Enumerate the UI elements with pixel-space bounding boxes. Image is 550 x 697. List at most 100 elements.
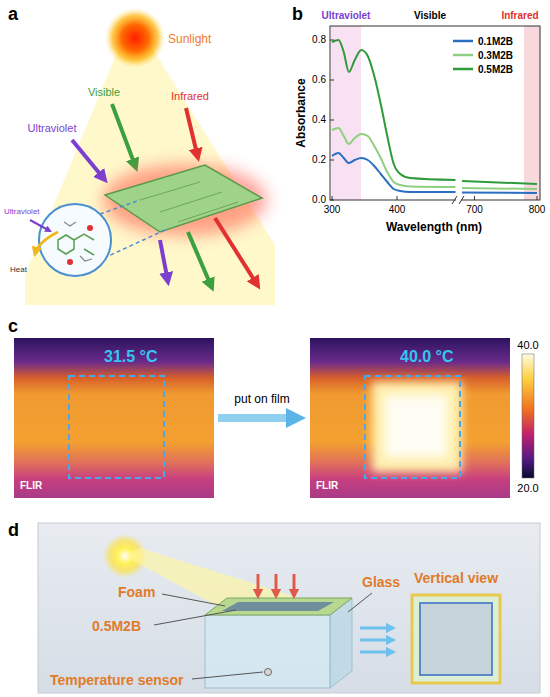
chart-frame [330, 26, 540, 200]
leader-line [154, 593, 372, 679]
legend-row: 0.1M2B [452, 34, 513, 48]
legend-text: 0.5M2B [478, 64, 513, 75]
light-label: Visible [88, 86, 120, 99]
panel-letter: d [8, 520, 19, 541]
legend-line [453, 54, 473, 57]
axis-title: Absorbance [295, 78, 309, 147]
legend-text: 0.3M2B [478, 50, 513, 61]
tick-label: 700 [466, 204, 483, 216]
molecule-inset [30, 200, 165, 276]
axis-tick [330, 120, 334, 121]
chart-frame [459, 196, 464, 204]
region-label: Visible [414, 10, 446, 22]
molecule-inset [30, 220, 50, 231]
chart-frame [330, 26, 540, 204]
light-label: Ultraviolet [28, 122, 77, 135]
setup-illustration [257, 574, 260, 596]
setup-illustration [222, 602, 334, 611]
leader-line [192, 672, 263, 679]
molecule-inset [87, 225, 93, 231]
molecule-inset [39, 204, 111, 276]
absorbance-curve [462, 188, 537, 189]
camera-brand: FLIR [20, 480, 42, 492]
setup-illustration [205, 598, 352, 615]
thermal-image [69, 376, 164, 478]
sunlight-illustration [140, 182, 238, 222]
leader-line [154, 610, 236, 625]
inset-label: Ultraviolet [4, 207, 40, 216]
tick-label: 0.8 [312, 34, 326, 46]
leader-line [162, 594, 225, 606]
legend-text: 0.1M2B [478, 36, 513, 47]
absorbance-curve [332, 128, 456, 187]
legend-swatch [452, 36, 474, 46]
molecule-inset [67, 259, 73, 265]
leader-line [348, 593, 372, 612]
chart-frame [331, 26, 361, 200]
region-label: Ultraviolet [322, 10, 371, 22]
part-label: Glass [362, 574, 400, 590]
thermal-image [385, 395, 447, 457]
tick-label: 0.0 [312, 194, 326, 206]
setup-illustration [293, 574, 296, 596]
legend-row: 0.5M2B [452, 62, 513, 76]
axis-tick [330, 200, 334, 201]
molecule-inset [58, 234, 94, 255]
edge-label: put on film [234, 393, 289, 407]
process-arrow [218, 414, 296, 422]
setup-illustration [412, 595, 500, 683]
sunlight-illustration [160, 240, 168, 282]
sunlight-illustration [72, 140, 105, 180]
part-label: Temperature sensor [50, 672, 184, 688]
tick-label: 800 [529, 204, 546, 216]
axis-tick [332, 196, 333, 200]
color-bar [522, 354, 534, 478]
setup-illustration [275, 574, 278, 596]
sunlight-illustration [112, 104, 136, 168]
panel-letter: b [292, 4, 303, 25]
legend-line [453, 68, 473, 71]
panel-letter: c [8, 316, 18, 337]
temperature-reading: 31.5 °C [104, 348, 158, 366]
absorbance-chart [330, 40, 537, 200]
molecule-inset [35, 232, 58, 254]
sunlight-illustration [25, 8, 275, 305]
panel-letter: a [8, 4, 18, 25]
setup-illustration [420, 603, 492, 675]
axis-title: Wavelength (nm) [386, 221, 482, 235]
light-label: Infrared [171, 90, 209, 103]
setup-illustration [205, 615, 330, 688]
molecule-inset [100, 200, 140, 214]
camera-brand: FLIR [316, 480, 338, 492]
scale-value: 40.0 [517, 339, 538, 352]
thermal-image-box: 40.0 °CFLIR [310, 338, 510, 498]
molecule-inset [104, 230, 165, 258]
region-label: Infrared [501, 10, 538, 22]
thermal-image-box: 31.5 °C FLIR [14, 338, 214, 498]
tick-label: 400 [389, 204, 406, 216]
inset-label: Heat [10, 265, 27, 274]
part-label: 0.5M2B [92, 618, 141, 634]
legend-swatch [452, 50, 474, 60]
tick-label: 0.4 [312, 114, 326, 126]
axis-tick [474, 196, 475, 200]
setup-illustration [360, 651, 393, 654]
axis-tick [537, 196, 538, 200]
axis-tick [330, 80, 334, 81]
light-label: Sunlight [168, 33, 211, 47]
legend-row: 0.3M2B [452, 48, 513, 62]
chart-frame [524, 26, 540, 200]
tick-label: 0.6 [312, 74, 326, 86]
sunlight-illustration [103, 164, 267, 236]
tick-label: 0.2 [312, 154, 326, 166]
absorbance-curve [462, 191, 537, 194]
legend-line [453, 40, 473, 43]
molecule-inset [64, 222, 92, 261]
thermal-image [310, 338, 510, 498]
legend-swatch [452, 64, 474, 74]
chart-frame [452, 196, 457, 204]
tick-label: 300 [324, 204, 341, 216]
